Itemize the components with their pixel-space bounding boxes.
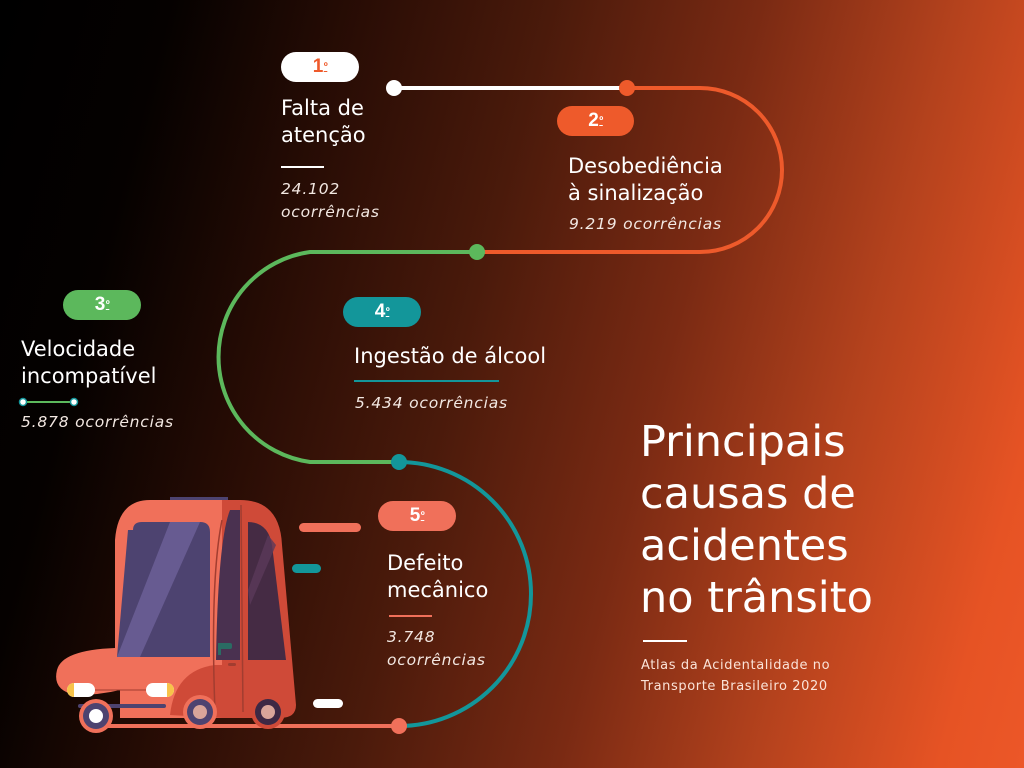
rank-number: 5 xyxy=(409,505,421,526)
dot-5 xyxy=(391,718,407,734)
cause-title: Falta de atenção xyxy=(281,96,366,147)
ordinal-mark: º xyxy=(323,61,328,73)
cause-title: Ingestão de álcool xyxy=(354,344,547,368)
divider xyxy=(389,615,432,617)
cause-title: Desobediência à sinalização xyxy=(568,154,723,205)
ordinal-mark: º xyxy=(420,510,425,522)
speed-line xyxy=(313,699,343,708)
occurrence-count: 3.748 ocorrências xyxy=(387,628,486,669)
start-dot xyxy=(386,80,402,96)
divider xyxy=(18,397,79,407)
dot-3 xyxy=(469,244,485,260)
rank-number: 4 xyxy=(374,301,386,322)
cause-title: Defeito mecânico xyxy=(387,551,489,602)
occurrence-count: 5.434 ocorrências xyxy=(355,394,508,412)
source-caption: Atlas da Acidentalidade no Transporte Br… xyxy=(641,658,831,694)
divider xyxy=(281,166,324,168)
rank-number: 3 xyxy=(94,294,106,315)
ordinal-mark: º xyxy=(599,115,603,127)
occurrence-count: 24.102 ocorrências xyxy=(281,180,380,221)
ordinal-mark: º xyxy=(385,306,390,318)
page-title: Principais causas de acidentes no trânsi… xyxy=(640,417,873,623)
speed-line xyxy=(299,523,361,532)
car-icon xyxy=(56,497,296,733)
ordinal-mark: º xyxy=(105,299,110,311)
divider xyxy=(354,380,499,382)
occurrence-count: 9.219 ocorrências xyxy=(569,215,722,233)
dot-4 xyxy=(391,454,407,470)
rank-number: 1 xyxy=(312,56,324,77)
occurrence-count: 5.878 ocorrências xyxy=(21,413,174,431)
rank-number: 2 xyxy=(588,110,599,131)
dot-2 xyxy=(619,80,635,96)
cause-title: Velocidade incompatível xyxy=(21,337,157,388)
speed-line xyxy=(292,564,321,573)
title-divider xyxy=(643,640,687,642)
